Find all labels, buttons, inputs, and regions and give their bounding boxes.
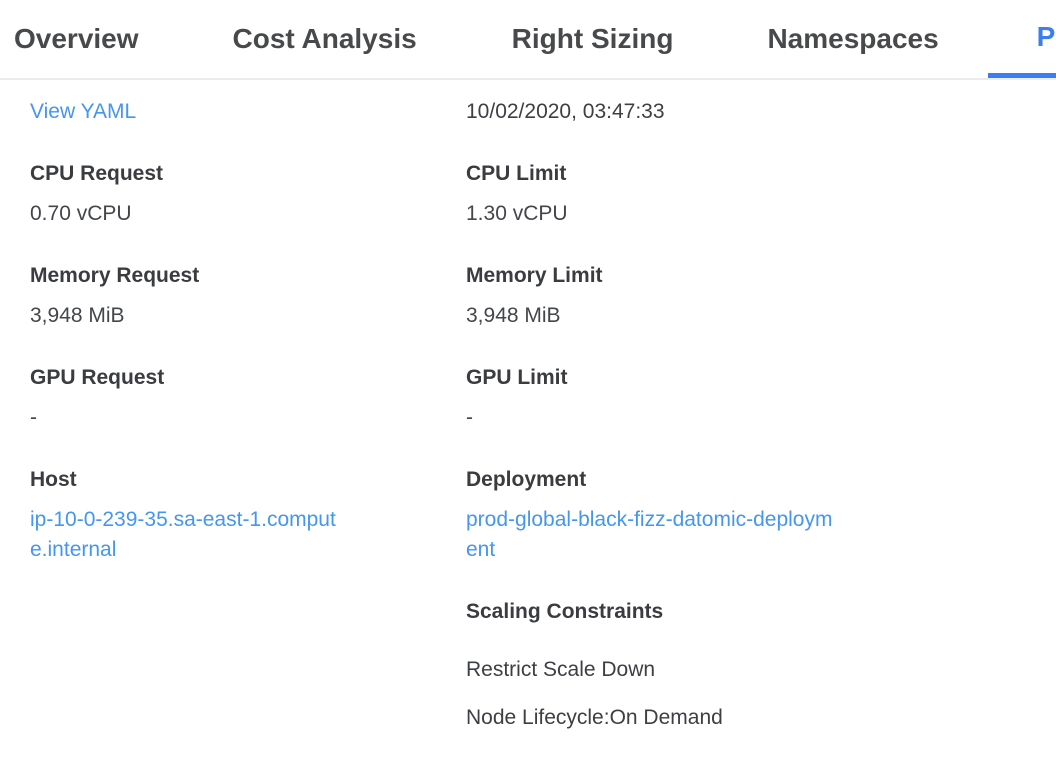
memory-limit-value: 3,948 MiB	[466, 304, 561, 327]
tab-right-sizing[interactable]: Right Sizing	[511, 23, 674, 54]
tab-namespaces[interactable]: Namespaces	[767, 23, 939, 54]
gpu-request-field: GPU Request -	[30, 363, 466, 433]
restrict-scale-down-text: Restrict Scale Down	[466, 658, 656, 681]
cpu-request-value: 0.70 vCPU	[30, 202, 132, 225]
memory-request-value: 3,948 MiB	[30, 304, 125, 327]
memory-limit-field: Memory Limit 3,948 MiB	[466, 261, 1056, 331]
deployment-field: Deployment prod-global-black-fizz-datomi…	[466, 465, 1056, 565]
gpu-request-label: GPU Request	[30, 366, 165, 389]
view-yaml-row: View YAML	[30, 97, 466, 127]
details-right-column: 10/02/2020, 03:47:33 CPU Limit 1.30 vCPU…	[466, 80, 1056, 733]
cpu-limit-value: 1.30 vCPU	[466, 202, 568, 225]
details-left-column: View YAML CPU Request 0.70 vCPU Memory R…	[30, 80, 466, 733]
host-field: Host ip-10-0-239-35.sa-east-1.compute.in…	[30, 465, 466, 565]
deployment-link[interactable]: prod-global-black-fizz-datomic-deploymen…	[466, 508, 833, 561]
memory-request-field: Memory Request 3,948 MiB	[30, 261, 466, 331]
scaling-constraints-heading: Scaling Constraints	[466, 600, 664, 623]
view-yaml-link[interactable]: View YAML	[30, 100, 137, 123]
gpu-request-value: -	[30, 406, 37, 429]
node-lifecycle-text: Node Lifecycle:On Demand	[466, 706, 723, 729]
gpu-limit-field: GPU Limit -	[466, 363, 1056, 433]
memory-limit-label: Memory Limit	[466, 264, 603, 287]
tab-bar: Overview Cost Analysis Right Sizing Name…	[0, 0, 1056, 80]
cpu-limit-field: CPU Limit 1.30 vCPU	[466, 159, 1056, 229]
pod-timestamp: 10/02/2020, 03:47:33	[466, 100, 665, 123]
cpu-limit-label: CPU Limit	[466, 162, 567, 185]
memory-request-label: Memory Request	[30, 264, 200, 287]
deployment-label: Deployment	[466, 468, 587, 491]
cpu-request-field: CPU Request 0.70 vCPU	[30, 159, 466, 229]
host-label: Host	[30, 468, 77, 491]
gpu-limit-value: -	[466, 406, 473, 429]
tab-pods[interactable]: Pods	[987, 0, 1056, 78]
scaling-constraints-section: Scaling Constraints Restrict Scale Down …	[466, 597, 1056, 733]
gpu-limit-label: GPU Limit	[466, 366, 568, 389]
timestamp-row: 10/02/2020, 03:47:33	[466, 97, 1056, 127]
pod-details-panel: View YAML CPU Request 0.70 vCPU Memory R…	[0, 80, 1056, 733]
tab-cost-analysis[interactable]: Cost Analysis	[232, 23, 417, 54]
host-value: ip-10-0-239-35.sa-east-1.compute.interna…	[30, 505, 466, 565]
cpu-request-label: CPU Request	[30, 162, 164, 185]
deployment-value: prod-global-black-fizz-datomic-deploymen…	[466, 505, 1056, 565]
tab-overview[interactable]: Overview	[14, 23, 139, 54]
host-link[interactable]: ip-10-0-239-35.sa-east-1.compute.interna…	[30, 508, 336, 561]
